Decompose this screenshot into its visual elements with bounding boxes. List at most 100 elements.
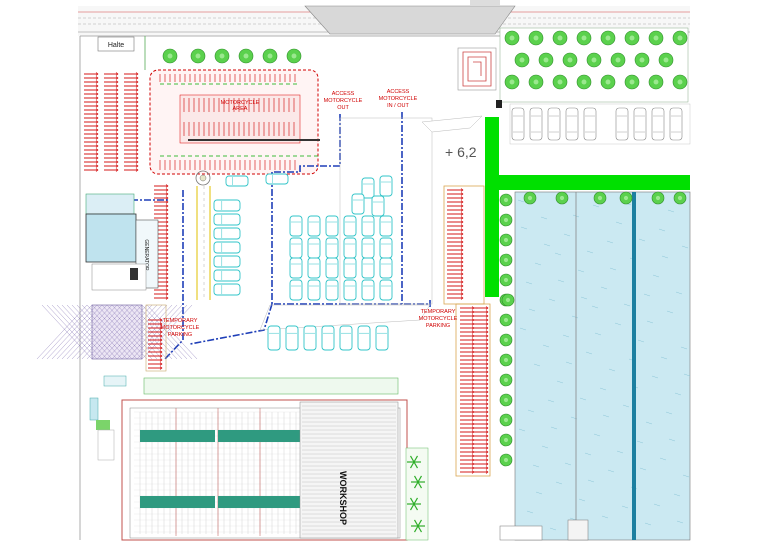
workshop-building: WORKSHOP: [121, 399, 408, 541]
palm-frond: [413, 503, 419, 511]
top-road: [78, 0, 690, 36]
temp-left-label-3: PARKING: [168, 332, 192, 338]
green-wall: [485, 100, 690, 297]
car-icon: [321, 325, 335, 351]
car-icon: [357, 325, 371, 351]
car-icon: [633, 107, 647, 141]
temp-right-label-1: TEMPORARY: [421, 309, 456, 315]
access-inout-label-1: ACCESS: [387, 89, 410, 95]
entrance-wedge: [421, 115, 483, 133]
car-icon: [303, 325, 317, 351]
car-icon: [529, 107, 543, 141]
car-icon: [213, 227, 241, 240]
palm-frond: [413, 475, 419, 483]
palm-frond: [413, 497, 419, 505]
palm-frond: [417, 525, 423, 533]
car-icon: [379, 279, 393, 301]
roundabout: [195, 170, 211, 186]
water-tanks: [499, 191, 691, 541]
access-inout-label-3: IN / OUT: [387, 103, 409, 109]
car-icon: [265, 173, 289, 185]
motorcycle-area-label-1: MOTORCYCLE: [221, 100, 260, 106]
hatched-pad: [36, 304, 198, 360]
palm-frond: [417, 475, 423, 483]
access-out-label-3: OUT: [337, 105, 349, 111]
parking-row-gray: [509, 103, 691, 145]
palm-frond: [417, 481, 423, 489]
halte-box: Halte: [97, 36, 135, 52]
motorcycle-area: MOTORCYCLE AREA: [149, 69, 320, 175]
car-icon: [225, 175, 249, 187]
generator-label: GENERATOR: [143, 239, 149, 271]
car-icon: [339, 325, 353, 351]
generator-building: GENERATOR: [85, 193, 159, 291]
car-icon: [213, 213, 241, 226]
palm-trees: [405, 447, 429, 541]
car-icon: [325, 237, 339, 259]
car-icon: [213, 269, 241, 282]
temp-right-label-2: MOTORCYCLE: [419, 316, 458, 322]
motorcycle-parking-right: TEMPORARY MOTORCYCLE PARKING: [419, 185, 491, 477]
tree-row-top: [162, 48, 302, 64]
car-icon: [213, 283, 241, 296]
motorcycle-area-label-2: AREA: [233, 106, 248, 112]
car-icon: [615, 107, 629, 141]
car-icon: [379, 175, 393, 197]
temp-right-label-3: PARKING: [426, 323, 450, 329]
car-icon: [285, 325, 299, 351]
car-icon: [289, 215, 303, 237]
car-icon: [511, 107, 525, 141]
car-icon: [379, 215, 393, 237]
temp-parking-left: TEMPORARY MOTORCYCLE PARKING: [145, 304, 200, 372]
car-icon: [289, 279, 303, 301]
palm-frond: [413, 525, 419, 533]
car-icon: [379, 257, 393, 279]
halte-label: Halte: [108, 42, 124, 49]
car-icon: [361, 177, 375, 199]
palm-frond: [409, 503, 415, 511]
car-icon: [375, 325, 389, 351]
car-icon: [343, 279, 357, 301]
workshop-label: WORKSHOP: [338, 471, 348, 525]
car-icon: [351, 193, 365, 215]
car-icon: [289, 257, 303, 279]
car-icon: [343, 257, 357, 279]
car-icon: [669, 107, 683, 141]
temp-left-label-2: MOTORCYCLE: [161, 325, 200, 331]
tree-row-right: [499, 191, 687, 467]
car-icon: [325, 215, 339, 237]
yellow-road: [196, 186, 211, 300]
palm-frond: [413, 455, 419, 463]
car-icon: [307, 279, 321, 301]
palm-frond: [417, 519, 423, 527]
car-icon: [307, 237, 321, 259]
palm-frond: [409, 455, 415, 463]
car-park-lot: [259, 117, 433, 331]
car-icon: [379, 237, 393, 259]
access-out-label-1: ACCESS: [332, 91, 355, 97]
car-icon: [583, 107, 597, 141]
tree-park: [457, 27, 689, 103]
car-icon: [307, 257, 321, 279]
palm-frond: [413, 481, 419, 489]
car-icon: [565, 107, 579, 141]
car-icon: [343, 215, 357, 237]
car-icon: [213, 241, 241, 254]
car-icon: [361, 215, 375, 237]
car-icon: [213, 199, 241, 212]
car-icon: [361, 279, 375, 301]
access-inout-label-2: MOTORCYCLE: [379, 96, 418, 102]
car-icon: [213, 255, 241, 268]
car-icon: [343, 237, 357, 259]
site-boundary: [79, 35, 500, 540]
small-left-features: [89, 375, 127, 461]
access-out-label-2: MOTORCYCLE: [324, 98, 363, 104]
car-icon: [547, 107, 561, 141]
palm-frond: [409, 497, 415, 505]
motorcycle-parking-left: [84, 72, 169, 300]
car-icon: [651, 107, 665, 141]
car-icon: [307, 215, 321, 237]
green-strip: [143, 377, 399, 395]
car-icon: [371, 195, 385, 217]
